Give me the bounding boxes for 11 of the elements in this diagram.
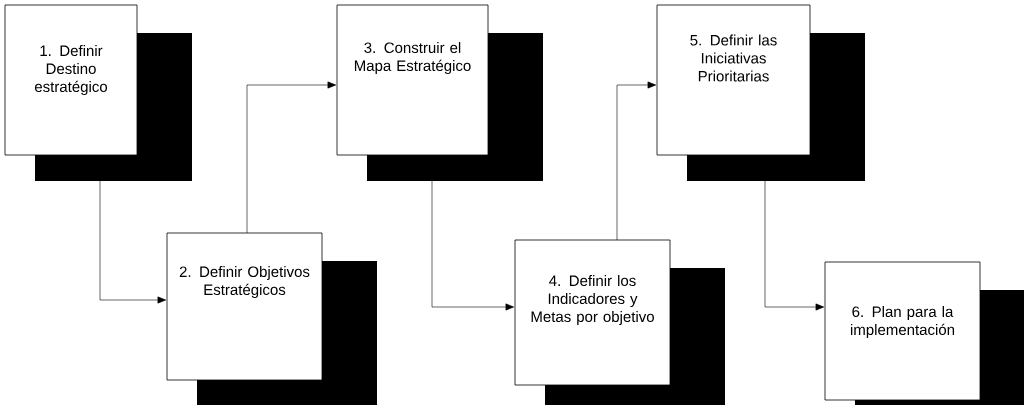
- process-box: 1. Definir Destino estratégico: [4, 4, 192, 181]
- process-box: 3. Construir el Mapa Estratégico: [336, 4, 543, 181]
- arrow: [99, 180, 167, 304]
- arrow: [764, 180, 825, 311]
- arrow: [246, 81, 337, 234]
- process-box: 5. Definir las Iniciativas Prioritarias: [656, 4, 865, 181]
- process-box: 4. Definir los Indicadores y Metas por objetivo: [514, 239, 725, 405]
- process-box: 2. Definir Objetivos Estratégicos: [166, 232, 377, 405]
- arrow: [431, 180, 515, 311]
- arrow: [616, 81, 657, 241]
- process-box: 6. Plan para la implementación: [824, 261, 1024, 405]
